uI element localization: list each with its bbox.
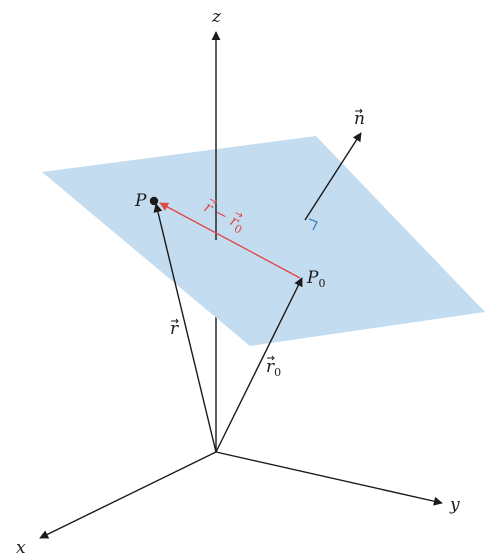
vector-r-label-group: r bbox=[170, 318, 179, 339]
y-axis-label: y bbox=[449, 495, 460, 515]
vector-r0-letter: r bbox=[266, 357, 275, 377]
vector-r0-label: r0 bbox=[266, 357, 281, 379]
x-axis bbox=[39, 451, 217, 539]
plane bbox=[42, 136, 485, 346]
point-p0-subscript: 0 bbox=[318, 277, 325, 290]
point-p-label: P bbox=[134, 191, 147, 211]
point-p0-label: P0 bbox=[306, 268, 325, 290]
z-axis-label: z bbox=[211, 7, 222, 27]
vector-r0-accent-arrow-icon bbox=[267, 355, 275, 361]
vector-r-label: r bbox=[170, 319, 179, 339]
normal-vector bbox=[304, 132, 362, 221]
point-p0-letter: P bbox=[306, 268, 319, 288]
difference-accent-arrow-2-icon bbox=[235, 212, 243, 218]
normal-vector-accent-arrow-icon bbox=[355, 108, 363, 114]
normal-vector-label-group: n bbox=[354, 108, 365, 129]
vector-r0 bbox=[215, 277, 303, 453]
normal-vector-label: n bbox=[354, 109, 365, 129]
vector-r0-label-group: r0 bbox=[266, 355, 281, 379]
point-p bbox=[149, 196, 159, 206]
x-axis-label: x bbox=[16, 538, 26, 558]
y-axis bbox=[215, 451, 443, 506]
right-angle-marker bbox=[308, 218, 318, 231]
vector-r bbox=[153, 203, 217, 453]
vector-difference bbox=[159, 202, 301, 279]
difference-accent-arrow-1-icon bbox=[209, 198, 217, 204]
vector-r0-subscript: 0 bbox=[274, 366, 281, 379]
vector-r-accent-arrow-icon bbox=[171, 318, 179, 324]
